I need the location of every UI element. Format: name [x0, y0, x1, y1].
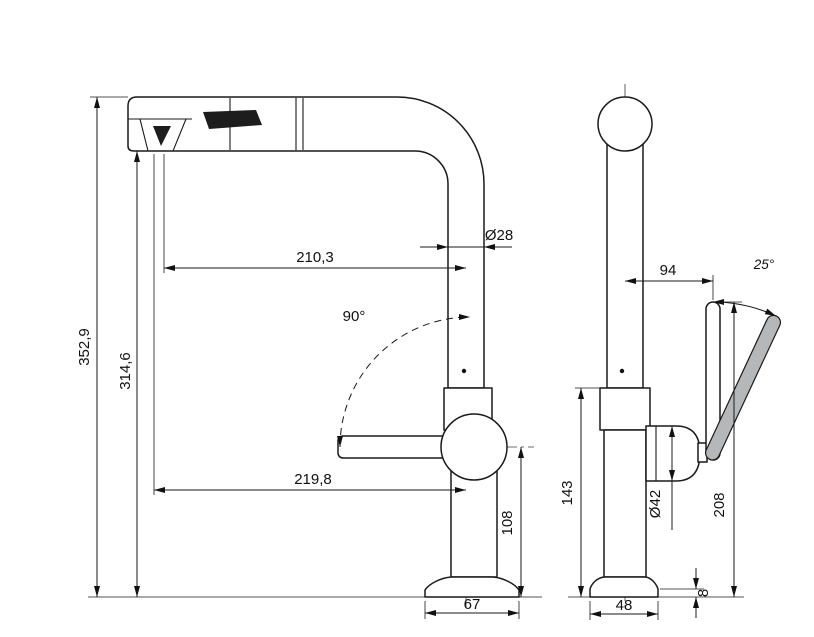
dim-base-width-front-label: 67	[464, 596, 481, 613]
body-column-side	[603, 429, 647, 578]
dim-overall-height-label: 352,9	[76, 328, 93, 366]
dimension-lines-front	[94, 97, 524, 616]
dim-handle-tilt-label: 25°	[753, 257, 775, 272]
base-flange-side	[589, 576, 659, 598]
dim-handle-top-height-label: 208	[711, 492, 728, 517]
dim-base-plate-label: 8	[695, 589, 712, 597]
dim-swivel-angle-label: 90°	[343, 308, 366, 325]
body-collar-side	[599, 387, 651, 431]
faucet-body-front	[127, 96, 520, 598]
base-flange-front	[424, 576, 520, 598]
side-view: 94 25° 143 Ø42 208 48 8	[559, 84, 782, 620]
spray-tip-outline	[139, 118, 187, 152]
handle-boss-side	[645, 425, 701, 482]
spray-head-button	[203, 110, 262, 129]
lever-joint-front	[440, 413, 508, 481]
lever-handle-front	[337, 435, 457, 459]
dim-lever-height-label: 108	[499, 510, 516, 535]
spray-tip-face	[153, 126, 171, 146]
dim-spout-height-label: 314,6	[117, 352, 134, 390]
faucet-body-side	[589, 96, 782, 598]
pipe-hole-front	[461, 368, 467, 374]
dim-handle-offset-label: 94	[660, 262, 677, 279]
swivel-angle-arc	[337, 314, 471, 448]
dimension-lines-side	[578, 278, 777, 618]
dimension-labels-side: 94 25° 143 Ø42 208 48 8	[559, 257, 775, 614]
dim-body-diameter-label: Ø42	[647, 490, 664, 518]
dim-body-height-label: 143	[559, 480, 576, 505]
dim-reach-outlet-label: 219,8	[294, 471, 332, 488]
pipe-hole-side	[619, 368, 625, 374]
handle-tilt-arc	[712, 299, 777, 317]
dim-base-width-side-label: 48	[616, 597, 633, 614]
dim-pipe-diameter-label: Ø28	[485, 227, 513, 244]
riser-pipe-side	[606, 139, 644, 389]
dim-reach-axis-label: 210,3	[296, 249, 334, 266]
front-view: 352,9 314,6 210,3 Ø28 90° 219,8 108 67	[76, 96, 542, 619]
dimension-labels-front: 352,9 314,6 210,3 Ø28 90° 219,8 108 67	[76, 227, 516, 613]
spout-and-riser-outline	[127, 96, 485, 389]
extension-lines-front	[88, 96, 542, 619]
spout-bend-side	[597, 96, 653, 152]
